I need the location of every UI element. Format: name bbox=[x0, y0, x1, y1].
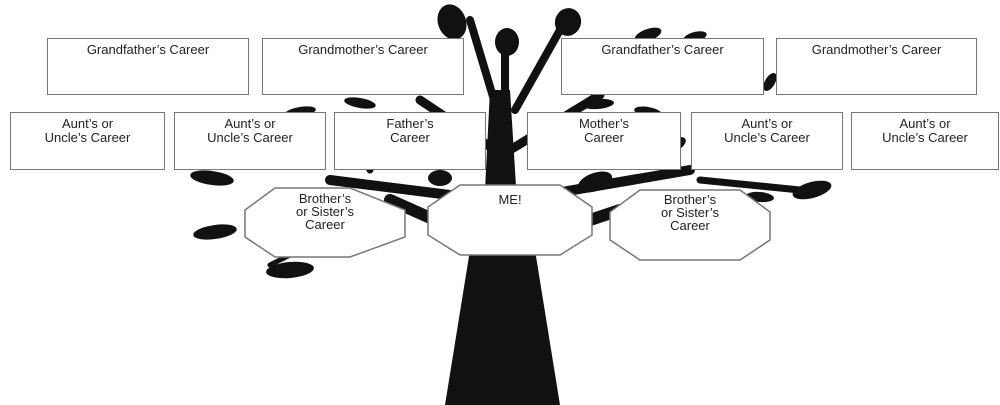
aunt-uncle-career-box-2: Aunt’s or Uncle’s Career bbox=[174, 112, 326, 170]
grandfather-career-box-right: Grandfather’s Career bbox=[561, 38, 764, 95]
brother-sister-career-label-left: Brother’s or Sister’s Career bbox=[270, 192, 380, 231]
brother-sister-career-label-right: Brother’s or Sister’s Career bbox=[635, 193, 745, 232]
aunt-uncle-career-box-1: Aunt’s or Uncle’s Career bbox=[10, 112, 165, 170]
me-label: ME! bbox=[470, 193, 550, 206]
aunt-uncle-career-box-3: Aunt’s or Uncle’s Career bbox=[691, 112, 843, 170]
me-text: ME! bbox=[498, 192, 522, 207]
sibling-line1: Brother’s bbox=[663, 192, 717, 207]
aunt-uncle-line1: Aunt’s or bbox=[224, 116, 276, 131]
tree-trunk bbox=[445, 250, 560, 405]
grandfather-career-label: Grandfather’s Career bbox=[601, 42, 724, 57]
grandmother-career-label: Grandmother’s Career bbox=[811, 42, 942, 57]
aunt-uncle-line1: Aunt’s or bbox=[741, 116, 793, 131]
grandmother-career-box-left: Grandmother’s Career bbox=[262, 38, 464, 95]
mother-career-box: Mother’s Career bbox=[527, 112, 681, 170]
aunt-uncle-line2: Uncle’s Career bbox=[724, 130, 810, 145]
father-line2: Career bbox=[390, 130, 430, 145]
aunt-uncle-line2: Uncle’s Career bbox=[207, 130, 293, 145]
sibling-line3: Career bbox=[670, 218, 710, 233]
father-line1: Father’s bbox=[386, 116, 434, 131]
sibling-line3: Career bbox=[305, 217, 345, 232]
grandfather-career-label: Grandfather’s Career bbox=[86, 42, 210, 57]
octagon-right bbox=[609, 189, 771, 261]
sibling-octagons bbox=[244, 184, 771, 261]
octagon-left bbox=[244, 187, 406, 258]
sibling-line1: Brother’s bbox=[298, 191, 352, 206]
aunt-uncle-career-box-4: Aunt’s or Uncle’s Career bbox=[851, 112, 999, 170]
sibling-line2: or Sister’s bbox=[295, 204, 355, 219]
grandfather-career-box-left: Grandfather’s Career bbox=[47, 38, 249, 95]
aunt-uncle-line1: Aunt’s or bbox=[61, 116, 114, 131]
octagon-me bbox=[427, 184, 593, 256]
sibling-line2: or Sister’s bbox=[660, 205, 720, 220]
aunt-uncle-line2: Uncle’s Career bbox=[882, 130, 968, 145]
mother-line2: Career bbox=[584, 130, 624, 145]
grandmother-career-label: Grandmother’s Career bbox=[298, 42, 428, 57]
grandmother-career-box-right: Grandmother’s Career bbox=[776, 38, 977, 95]
aunt-uncle-line1: Aunt’s or bbox=[899, 116, 951, 131]
aunt-uncle-line2: Uncle’s Career bbox=[44, 130, 131, 145]
father-career-box: Father’s Career bbox=[334, 112, 486, 170]
mother-line1: Mother’s bbox=[578, 116, 630, 131]
